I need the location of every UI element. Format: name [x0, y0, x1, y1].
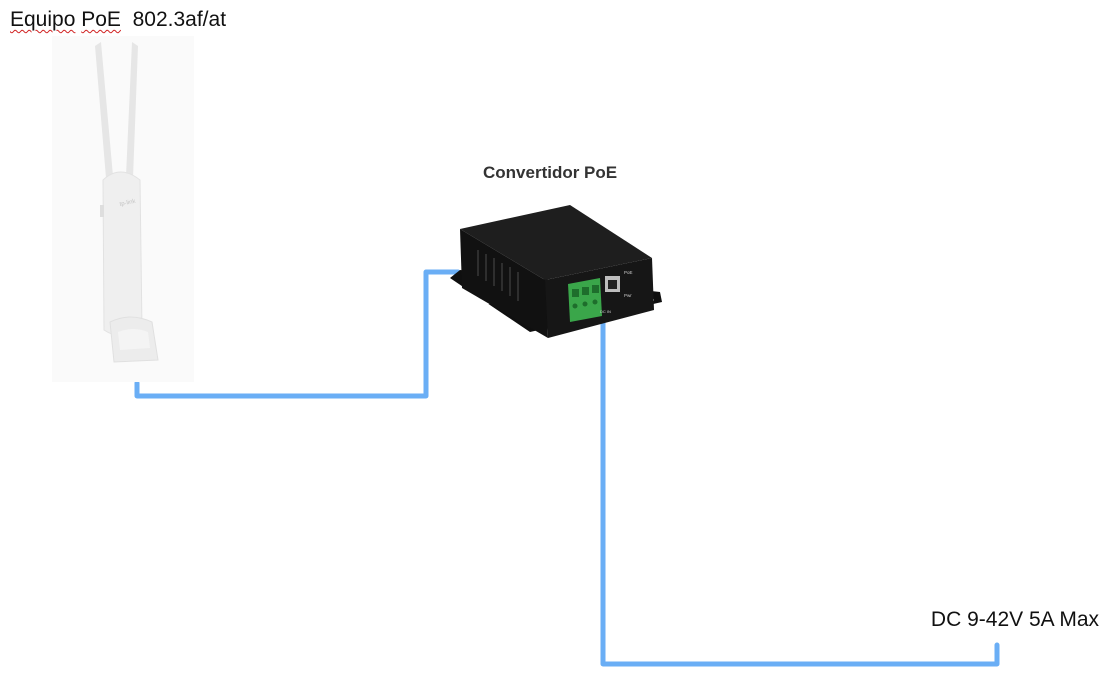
port-pwr-label: Pwr — [624, 293, 632, 298]
poe-device-label-word2: PoE — [81, 8, 121, 31]
poe-device-label-word1: Equipo — [10, 8, 76, 31]
poe-device-standard: 802.3af/at — [132, 8, 227, 31]
access-point-brand: tp-link — [119, 199, 137, 208]
dc-input-label: DC 9-42V 5A Max — [930, 608, 1099, 631]
ethernet-cable — [134, 269, 461, 399]
dc-power-cable — [600, 319, 1000, 667]
converter-label: Convertidor PoE — [483, 163, 618, 182]
poe-converter-icon: PoE Pwr DC IN — [450, 205, 662, 338]
access-point-icon: tp-link — [52, 36, 194, 382]
port-poe-label: PoE — [624, 270, 633, 275]
dc-in-marking: DC IN — [600, 309, 611, 314]
poe-device-label: Equipo PoE 802.3af/at — [10, 8, 226, 32]
